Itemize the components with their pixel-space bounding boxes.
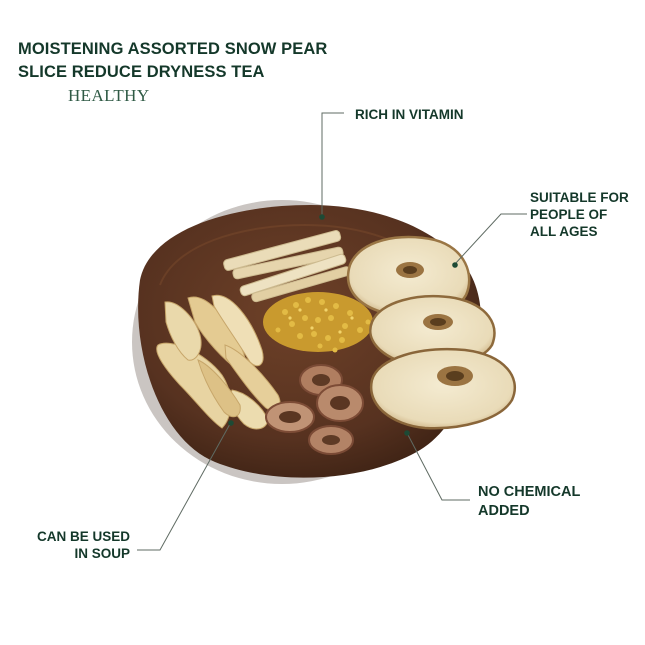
callout-no-chemical-added: NO CHEMICAL ADDED <box>478 483 580 521</box>
product-title: MOISTENING ASSORTED SNOW PEAR SLICE REDU… <box>18 38 327 84</box>
dried-root-slices <box>156 294 281 430</box>
callout-chemical-line-1: NO CHEMICAL <box>478 484 581 500</box>
leader-dot-ages <box>452 262 458 268</box>
product-subtitle: HEALTHY <box>68 86 150 105</box>
callout-vitamin-line-1: RICH IN VITAMIN <box>355 107 464 122</box>
leader-line-soup <box>137 423 231 551</box>
pear-slice-middle <box>369 295 496 367</box>
leader-dot-vitamin <box>319 214 325 220</box>
callout-chemical-line-2: ADDED <box>478 503 530 519</box>
leader-lines <box>137 112 527 551</box>
pear-slice-bottom <box>369 348 517 430</box>
licorice-sticks <box>223 230 351 303</box>
callout-ages-line-2: PEOPLE OF <box>530 207 608 222</box>
callout-soup-line-2: IN SOUP <box>74 546 130 561</box>
leader-dot-chemical <box>404 430 410 436</box>
hawthorn-slices <box>265 364 364 455</box>
callout-rich-in-vitamin: RICH IN VITAMIN <box>355 106 464 123</box>
leader-dot-soup <box>228 420 234 426</box>
leader-line-ages <box>454 213 527 265</box>
callout-ages-line-1: SUITABLE FOR <box>530 190 629 205</box>
product-title-line-2: SLICE REDUCE DRYNESS TEA <box>18 63 265 81</box>
callout-can-be-used-in-soup: CAN BE USED IN SOUP <box>28 528 130 562</box>
callout-ages-line-3: ALL AGES <box>530 224 598 239</box>
osmanthus-flowers <box>263 292 373 353</box>
snow-pear-slices <box>346 235 517 430</box>
callout-soup-line-1: CAN BE USED <box>36 529 130 544</box>
product-title-line-1: MOISTENING ASSORTED SNOW PEAR <box>18 40 328 58</box>
leader-line-vitamin <box>321 112 344 215</box>
leader-line-chemical <box>406 432 470 501</box>
callout-suitable-for-all-ages: SUITABLE FOR PEOPLE OF ALL AGES <box>530 189 629 240</box>
leader-dots <box>228 214 458 436</box>
